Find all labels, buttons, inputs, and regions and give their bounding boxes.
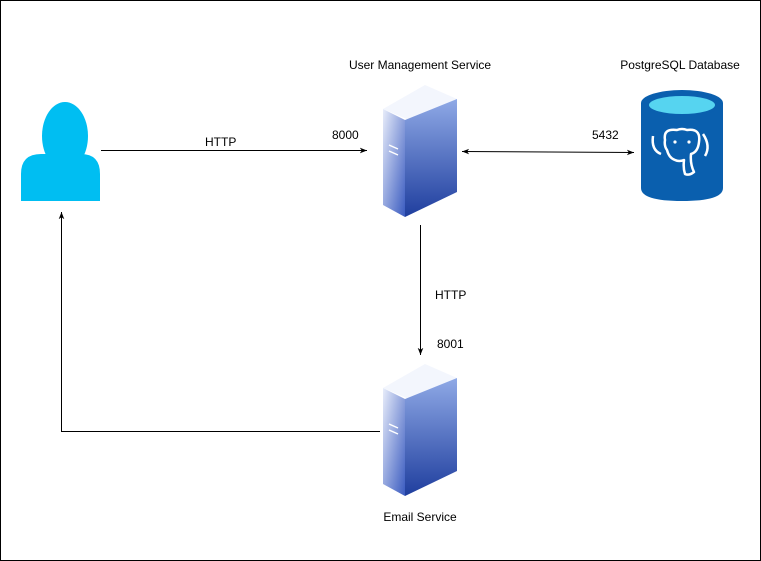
postgresql-database-node[interactable] — [641, 90, 723, 201]
user-management-service-node[interactable] — [383, 85, 457, 217]
edge-email-to-user[interactable] — [58, 212, 381, 432]
email-service-label: Email Service — [383, 510, 457, 524]
server-icon — [383, 85, 457, 217]
user-node[interactable] — [21, 100, 101, 201]
user-icon — [21, 102, 100, 201]
user-management-service-label: User Management Service — [348, 58, 492, 72]
edge-mgmt-to-email-protocol-label: HTTP — [435, 288, 467, 302]
postgresql-database-icon — [641, 90, 723, 201]
server-icon — [383, 364, 457, 496]
edge-user-management-postgresql[interactable] — [461, 148, 635, 156]
edge-mgmt-db-port-label: 5432 — [592, 128, 619, 142]
postgresql-database-label: PostgreSQL Database — [620, 58, 740, 72]
edge-mgmt-to-email-port-label: 8001 — [437, 337, 464, 351]
edge-user-to-mgmt-protocol-label: HTTP — [205, 135, 237, 149]
edge-user-to-mgmt-port-label: 8000 — [332, 128, 359, 142]
email-service-node[interactable] — [383, 364, 457, 496]
